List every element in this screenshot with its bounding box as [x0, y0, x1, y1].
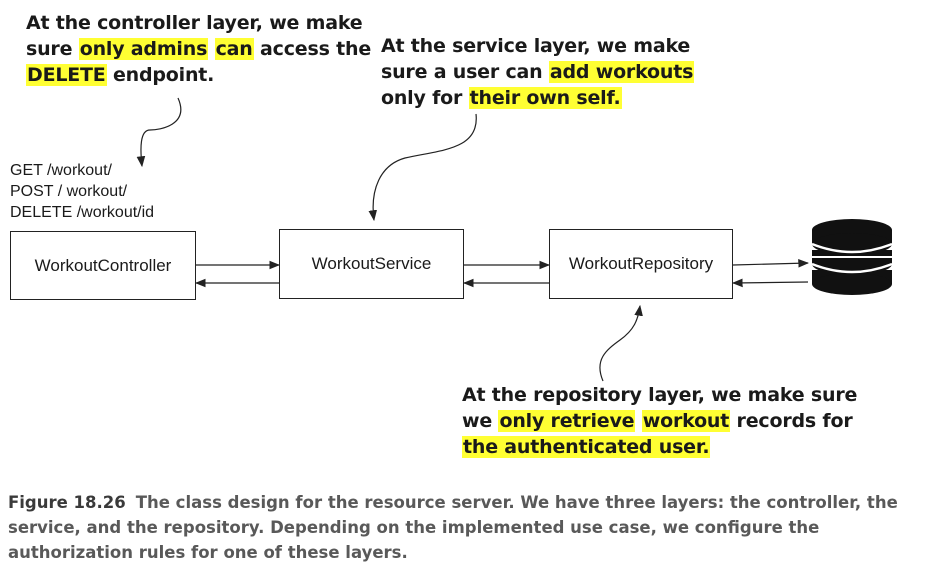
endpoint-post: POST / workout/: [10, 183, 128, 200]
text-fragment: sure: [26, 38, 79, 60]
repository-note-line2: we only retrieve workout records for: [462, 408, 857, 434]
workout-service-label: WorkoutService: [311, 254, 432, 273]
text-fragment: [635, 410, 641, 432]
repository-layer-note: At the repository layer, we make sure we…: [462, 382, 857, 460]
endpoint-delete: DELETE /workout/id: [10, 204, 155, 221]
repository-note-line1: At the repository layer, we make sure: [462, 384, 858, 406]
controller-note-line2: sure only admins can access the: [26, 36, 371, 62]
text-fragment: [208, 38, 214, 60]
controller-layer-note: At the controller layer, we make sure on…: [26, 10, 371, 88]
text-fragment: only for: [381, 87, 469, 109]
highlight-workout: workout: [641, 410, 731, 432]
service-note-line1: At the service layer, we make: [381, 35, 691, 57]
repository-note-line3: the authenticated user.: [462, 434, 857, 460]
workout-repository-box: WorkoutRepository: [549, 229, 733, 299]
endpoint-list: GET /workout/ POST / workout/ DELETE /wo…: [10, 160, 154, 223]
figure-caption-text: The class design for the resource server…: [8, 493, 898, 562]
workout-service-box: WorkoutService: [279, 229, 464, 299]
figure-number: Figure 18.26: [8, 493, 126, 512]
workout-controller-label: WorkoutController: [34, 255, 172, 275]
service-layer-note: At the service layer, we make sure a use…: [381, 33, 695, 111]
arrow-database-to-repository: [731, 278, 809, 288]
callout-arrow-service: [368, 113, 477, 222]
text-fragment: we: [462, 410, 499, 432]
highlight-can: can: [214, 38, 254, 60]
callout-arrow-controller: [136, 97, 182, 168]
controller-note-line3: DELETE endpoint.: [26, 62, 371, 88]
text-fragment: endpoint.: [106, 64, 215, 86]
callout-arrow-repository: [599, 304, 643, 382]
highlight-delete: DELETE: [26, 64, 107, 86]
text-fragment: records for: [730, 410, 853, 432]
endpoint-get: GET /workout/: [10, 162, 112, 179]
highlight-add-workouts: add workouts: [548, 61, 695, 83]
highlight-only-retrieve: only retrieve: [498, 410, 636, 432]
service-note-line3: only for their own self.: [381, 85, 694, 111]
database-icon: [811, 219, 893, 295]
workout-repository-label: WorkoutRepository: [568, 254, 714, 273]
highlight-authenticated-user: the authenticated user.: [462, 436, 711, 458]
service-note-line2: sure a user can add workouts: [381, 59, 695, 85]
workout-controller-box: WorkoutController: [10, 231, 196, 300]
highlight-only-admins: only admins: [78, 38, 209, 60]
text-fragment: sure a user can: [381, 61, 549, 83]
text-fragment: access the: [253, 38, 372, 60]
controller-note-line1: At the controller layer, we make: [26, 12, 363, 34]
arrow-repository-to-database: [732, 258, 810, 268]
highlight-their-own-self: their own self.: [468, 87, 622, 109]
